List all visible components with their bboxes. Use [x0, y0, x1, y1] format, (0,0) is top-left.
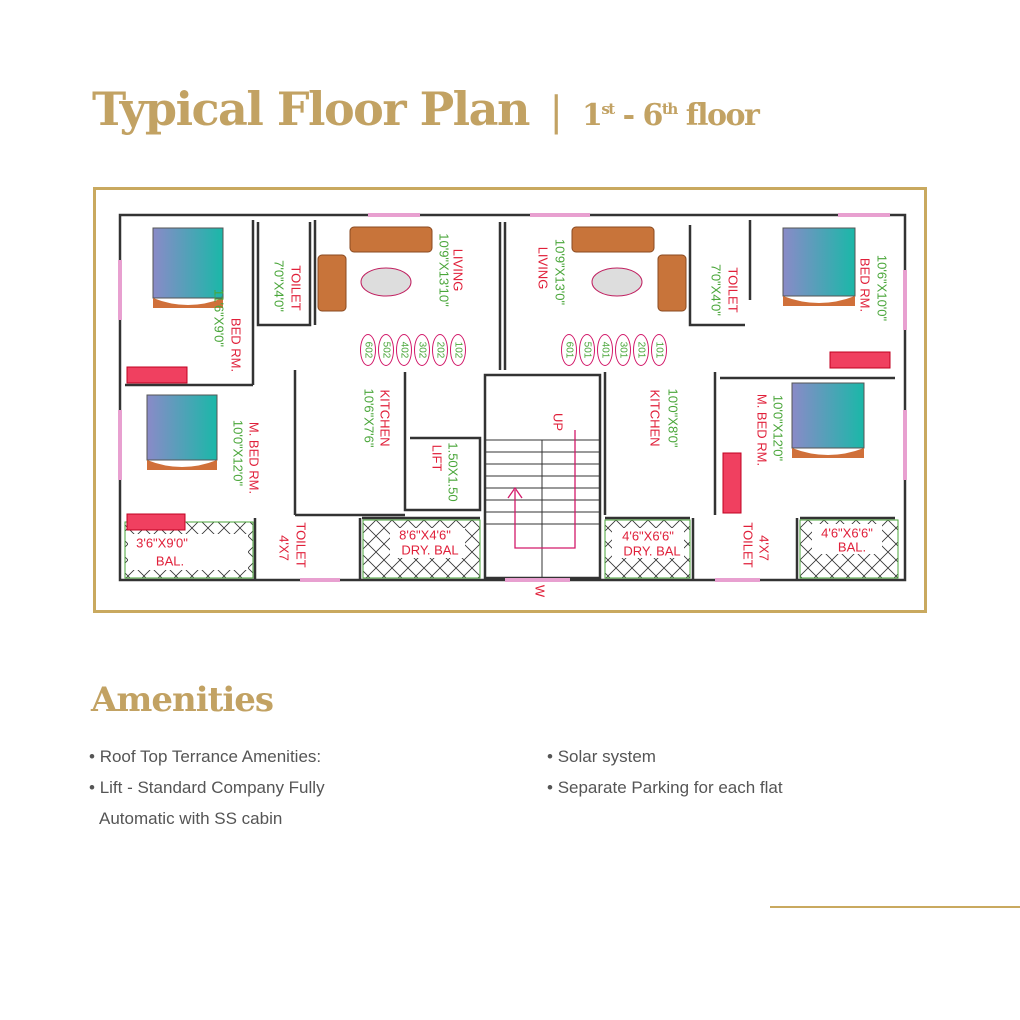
unit-number: 401 — [597, 334, 613, 366]
amenity-item: Lift - Standard Company Fully — [89, 772, 325, 803]
right-bed-label: BED RM. — [857, 257, 873, 313]
unit-number: 102 — [450, 334, 466, 366]
right-toilet1-size: 7'0"X4'0" — [708, 264, 724, 316]
right-kitchen-size: 10'0"X8'0" — [665, 388, 681, 448]
right-mbed-size: 10'0"X12'0" — [770, 394, 786, 462]
left-toilet1-size: 7'0"X4'0" — [271, 260, 287, 312]
right-living-label: LIVING — [535, 246, 551, 290]
amenity-item: Separate Parking for each flat — [547, 772, 783, 803]
unit-number: 601 — [561, 334, 577, 366]
west-label: W — [532, 584, 548, 598]
left-bal-label: BAL. — [155, 553, 185, 569]
amenity-item: Solar system — [547, 741, 783, 772]
left-living-size: 10'9"X13'10" — [436, 233, 452, 307]
right-bed-size: 10'6"X10'0" — [874, 254, 890, 322]
unit-number: 302 — [414, 334, 430, 366]
page-title: Typical Floor Plan | 1st - 6th floor — [92, 82, 760, 136]
right-bal-size: 4'6"X6'6" — [821, 525, 873, 541]
title-main: Typical Floor Plan — [92, 82, 530, 136]
decorative-rule — [770, 906, 1020, 908]
right-mbed-label: M. BED RM. — [754, 393, 770, 467]
left-mbed-label: M. BED RM. — [246, 421, 262, 495]
right-toilet2-label: TOILET — [740, 522, 756, 568]
left-bed-size: 11'6"X9'0" — [211, 288, 227, 348]
floor-plan-frame — [93, 187, 927, 613]
left-kitchen-label: KITCHEN — [377, 389, 393, 447]
unit-number: 301 — [615, 334, 631, 366]
floor-range: 1st - 6th floor — [581, 98, 760, 133]
amenities-heading: Amenities — [91, 680, 274, 720]
left-toilet1-label: TOILET — [288, 265, 304, 311]
title-separator: | — [549, 89, 562, 135]
right-bal-label: BAL. — [837, 539, 867, 555]
right-drybal-size: 4'6"X6'6" — [622, 528, 674, 544]
amenities-list-right: Solar system Separate Parking for each f… — [547, 741, 783, 803]
stair-up-label: UP — [550, 412, 566, 432]
amenity-item: Roof Top Terrance Amenities: — [89, 741, 325, 772]
unit-number: 202 — [432, 334, 448, 366]
left-kitchen-size: 10'6"X7'6" — [361, 388, 377, 448]
left-drybal-size: 8'6"X4'6" — [399, 527, 451, 543]
unit-number: 502 — [378, 334, 394, 366]
lift-label: LIFT — [429, 444, 445, 472]
unit-number: 101 — [651, 334, 667, 366]
left-mbed-size: 10'0"X12'0" — [230, 419, 246, 487]
left-toilet2-size: 4'X7 — [276, 535, 292, 561]
left-drybal-label: DRY. BAL — [401, 542, 459, 558]
right-toilet2-size: 4'X7 — [756, 535, 772, 561]
left-toilet2-label: TOILET — [293, 522, 309, 568]
left-living-label: LIVING — [450, 248, 466, 292]
lift-size: 1.50X1.50 — [445, 442, 461, 502]
right-toilet1-label: TOILET — [725, 267, 741, 313]
amenities-list-left: Roof Top Terrance Amenities: Lift - Stan… — [89, 741, 325, 834]
right-living-size: 10'9"X13'0" — [552, 238, 568, 306]
left-bal-size: 3'6"X9'0" — [136, 535, 188, 551]
right-kitchen-label: KITCHEN — [647, 389, 663, 447]
bed-icon — [146, 227, 865, 470]
unit-number: 602 — [360, 334, 376, 366]
unit-number: 501 — [579, 334, 595, 366]
amenity-item-continuation: Automatic with SS cabin — [99, 809, 283, 828]
left-bed-label: BED RM. — [228, 317, 244, 373]
unit-number: 402 — [396, 334, 412, 366]
unit-number: 201 — [633, 334, 649, 366]
right-drybal-label: DRY. BAL — [623, 543, 681, 559]
